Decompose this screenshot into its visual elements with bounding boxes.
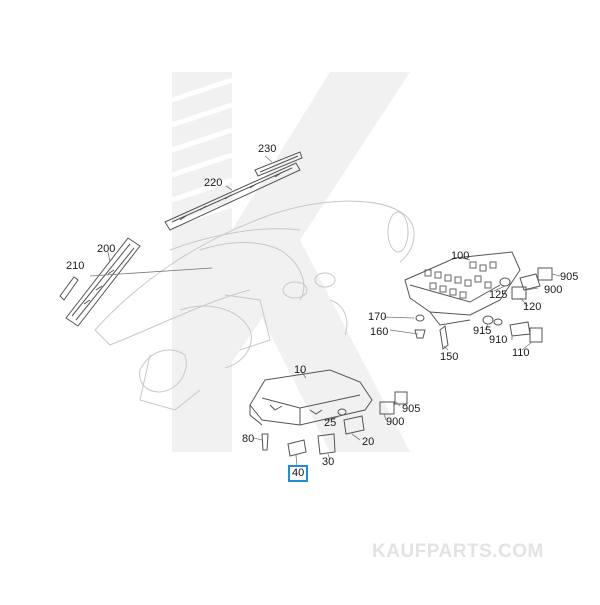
part-10-box bbox=[249, 369, 373, 426]
part-230-vent bbox=[254, 151, 303, 177]
part-100-panel bbox=[404, 251, 521, 326]
callout-170[interactable]: 170 bbox=[368, 311, 387, 323]
callout-905-bottom[interactable]: 905 bbox=[402, 403, 421, 415]
callout-80[interactable]: 80 bbox=[242, 433, 255, 445]
watermark-text: KAUFPARTS.COM bbox=[372, 541, 544, 562]
callout-120[interactable]: 120 bbox=[523, 301, 542, 313]
callout-915[interactable]: 915 bbox=[473, 325, 492, 337]
callout-900-bottom[interactable]: 900 bbox=[386, 416, 405, 428]
part-200-vent bbox=[65, 237, 141, 327]
callout-110[interactable]: 110 bbox=[512, 347, 530, 359]
callout-220[interactable]: 220 bbox=[204, 177, 223, 189]
callout-160[interactable]: 160 bbox=[370, 326, 389, 338]
watermark-logo bbox=[172, 72, 410, 452]
callout-20[interactable]: 20 bbox=[362, 436, 375, 448]
callout-210[interactable]: 210 bbox=[66, 260, 85, 272]
callout-910[interactable]: 910 bbox=[489, 334, 508, 346]
lower-small-parts bbox=[261, 391, 408, 457]
dashboard-outline bbox=[94, 200, 415, 411]
callout-125[interactable]: 125 bbox=[489, 289, 508, 301]
callout-30[interactable]: 30 bbox=[322, 456, 335, 468]
callout-10[interactable]: 10 bbox=[294, 364, 307, 376]
callout-900-top[interactable]: 900 bbox=[544, 284, 563, 296]
part-210-strip bbox=[59, 276, 79, 301]
callout-200[interactable]: 200 bbox=[97, 243, 116, 255]
leader-lines bbox=[89, 155, 561, 467]
callout-40-highlighted[interactable]: 40 bbox=[288, 465, 309, 482]
callout-100[interactable]: 100 bbox=[451, 250, 470, 262]
part-220-vent bbox=[164, 162, 301, 231]
callout-150[interactable]: 150 bbox=[440, 351, 459, 363]
callout-230[interactable]: 230 bbox=[258, 143, 277, 155]
callout-905-top[interactable]: 905 bbox=[560, 271, 579, 283]
right-small-parts bbox=[414, 267, 553, 350]
callout-25[interactable]: 25 bbox=[324, 417, 337, 429]
